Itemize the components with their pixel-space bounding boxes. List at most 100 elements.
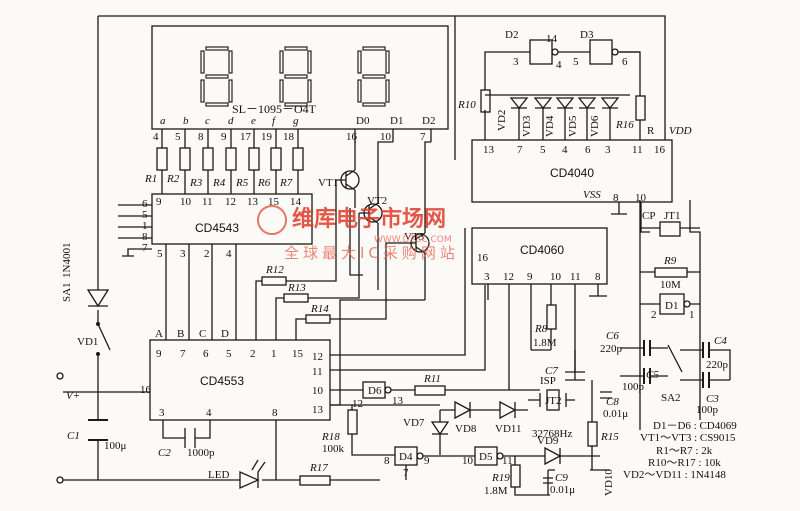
diode-vd11 xyxy=(499,400,517,420)
r14-label: R14 xyxy=(310,303,329,315)
pin-label: 11 xyxy=(570,271,581,283)
seg-e-label: e xyxy=(251,115,256,127)
pin-label: 11 xyxy=(202,196,213,208)
note-line: VT1～VT3 : CS9015 xyxy=(640,432,736,444)
vd2-label: VD2 xyxy=(496,110,508,131)
seven-seg-digit-2 xyxy=(279,46,312,107)
transistor-vt2 xyxy=(359,141,393,240)
vdd-label: VDD xyxy=(669,125,692,137)
crystal-jt1 xyxy=(659,221,681,237)
c1-label: C1 xyxy=(67,430,80,442)
watermark-logo-icon xyxy=(257,205,287,235)
pin-label: 17 xyxy=(240,131,252,143)
pin-label: 8 xyxy=(142,231,148,243)
crystal-jt2 xyxy=(546,389,560,411)
pin-label: 13 xyxy=(247,196,259,208)
pin-label: 9 xyxy=(221,131,227,143)
c8-value: 0.01μ xyxy=(603,408,628,420)
note-line: R1～R7 : 2k xyxy=(656,445,713,457)
cd4553-label: CD4553 xyxy=(200,374,244,388)
pin-label: 5 xyxy=(540,144,546,156)
r3-label: R3 xyxy=(189,177,203,189)
c4-label: C4 xyxy=(714,335,727,347)
pin-label: 8 xyxy=(198,131,204,143)
r8-value: 1.8M xyxy=(533,337,557,349)
seg-f-label: f xyxy=(272,115,277,127)
r18-resistor xyxy=(347,409,358,435)
c7-label: C7 xyxy=(545,365,558,377)
pin-label: 3 xyxy=(159,407,165,419)
r1-label: R1 xyxy=(144,173,157,185)
vplus-terminal xyxy=(56,372,64,380)
c1-value: 100μ xyxy=(104,440,127,452)
pin-label: 1 xyxy=(142,220,148,232)
pin-label: 4 xyxy=(226,248,232,260)
cd4060-label: CD4060 xyxy=(520,243,564,257)
vd6-label: VD6 xyxy=(589,115,601,137)
pin-label: 4 xyxy=(562,144,568,156)
c3-value: 100p xyxy=(696,404,719,416)
note-line: R10～R17 : 10k xyxy=(648,457,721,469)
c4-value: 220p xyxy=(706,359,729,371)
jt1-label: JT1 xyxy=(664,210,681,222)
vd11-label: VD11 xyxy=(495,423,521,435)
cd4543-label: CD4543 xyxy=(195,221,239,235)
pin-letter: C xyxy=(199,328,206,340)
r6-label: R6 xyxy=(257,177,271,189)
switch-sa1 xyxy=(97,323,111,351)
vt1-label: VT1 xyxy=(318,177,338,189)
pin-label: 6 xyxy=(622,56,628,68)
isp-label: ISP xyxy=(540,375,556,387)
r16-label: R16 xyxy=(615,119,634,131)
r18-value: 100k xyxy=(322,443,345,455)
r15-resistor xyxy=(587,421,598,447)
led xyxy=(239,470,260,490)
r7-label: R7 xyxy=(279,177,293,189)
c9-value: 0.01μ xyxy=(550,484,575,496)
pin-label: 1 xyxy=(271,348,277,360)
segment-resistors xyxy=(156,129,304,194)
pin-label: 12 xyxy=(312,351,323,363)
watermark-main: 维库电子市场网 xyxy=(292,206,446,232)
jt2-label: JT2 xyxy=(545,395,562,407)
pin-label: 9 xyxy=(156,348,162,360)
diode-array xyxy=(485,94,630,140)
pin-label: 11 xyxy=(632,144,643,156)
r9-value: 10M xyxy=(660,279,681,291)
vd10-label: VD10 xyxy=(603,469,615,496)
seg-a-label: a xyxy=(160,115,166,127)
pin-letter: D xyxy=(221,328,229,340)
pin-label: 12 xyxy=(503,271,514,283)
r8-label: R8 xyxy=(534,323,548,335)
vt3-label: VT3 xyxy=(404,231,425,243)
pin-label: 14 xyxy=(546,33,558,45)
d4-label: D4 xyxy=(399,451,413,463)
pin-label: 3 xyxy=(605,144,611,156)
watermark-url: WWW.DZSC.COM xyxy=(374,235,452,245)
pin-label: 3 xyxy=(180,248,186,260)
d1-label: D1 xyxy=(665,300,678,312)
r18-label: R18 xyxy=(321,431,340,443)
pin-label: 8 xyxy=(595,271,601,283)
display-model-label: SL－1095－O4T xyxy=(232,102,317,116)
r15-label: R15 xyxy=(600,431,619,443)
c5-value: 100p xyxy=(622,381,645,393)
seven-seg-digit-3 xyxy=(357,46,390,107)
digit-d1-label: D1 xyxy=(390,115,403,127)
c4-capacitor xyxy=(702,342,710,358)
diode-vd8 xyxy=(454,400,472,420)
vplus-label: V+ xyxy=(66,390,80,402)
sa1-label: SA1 xyxy=(61,282,73,302)
pin-label: 18 xyxy=(283,131,295,143)
c6-value: 220p xyxy=(600,343,623,355)
pin-label: 6 xyxy=(142,198,148,210)
pin-label: 8 xyxy=(272,407,278,419)
pin-label: 19 xyxy=(261,131,273,143)
pin-label: 10 xyxy=(380,131,392,143)
r5-label: R5 xyxy=(235,177,249,189)
pin-label: 6 xyxy=(585,144,591,156)
r19-resistor xyxy=(510,464,521,488)
pin-label: 10 xyxy=(635,192,647,204)
vd7-label: VD7 xyxy=(403,417,425,429)
